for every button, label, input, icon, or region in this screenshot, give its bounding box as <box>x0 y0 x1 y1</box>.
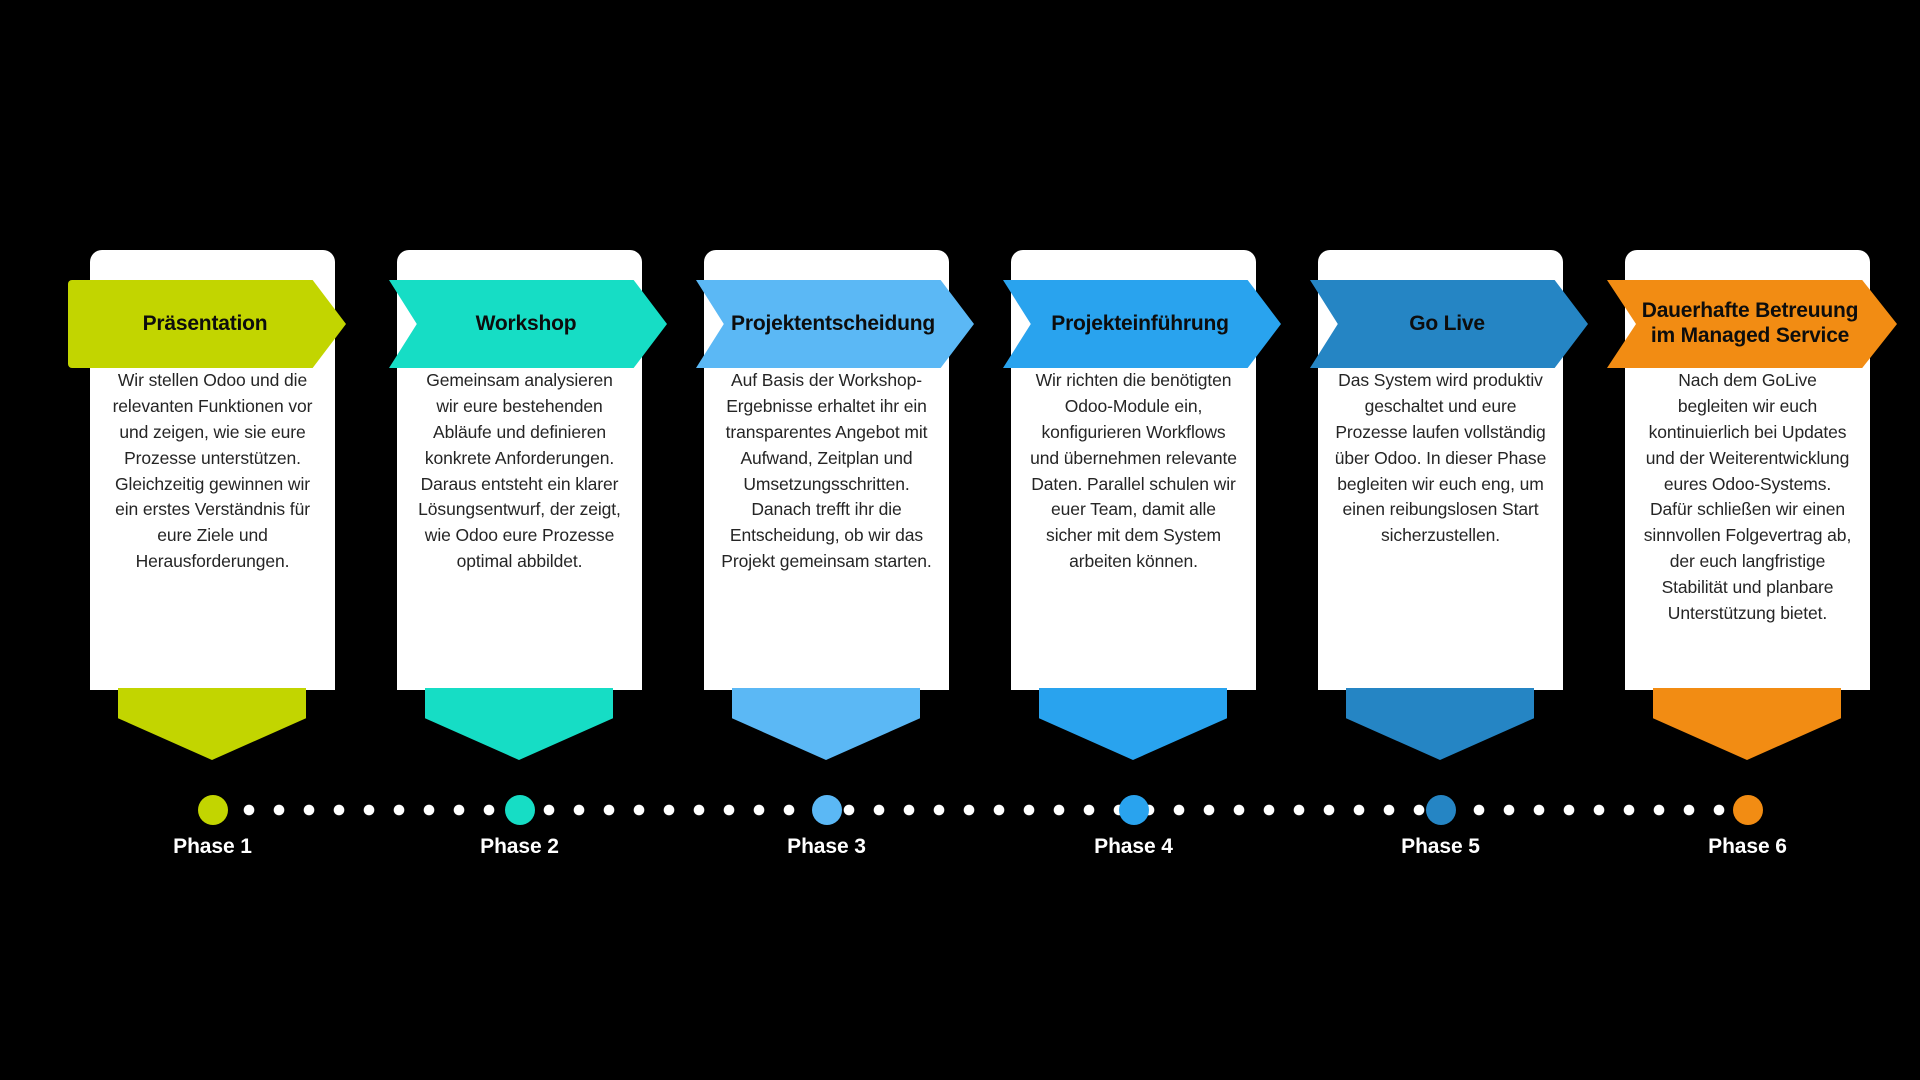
timeline-node-6[interactable] <box>1732 795 1763 825</box>
phase-tail-1 <box>118 688 306 760</box>
phase-title-2: Workshop <box>475 311 577 335</box>
phase-card-row: Wir stellen Odoo und die relevanten Funk… <box>68 250 1897 770</box>
phase-label-1: Phase 1 <box>173 835 252 858</box>
phase-description-3: Auf Basis der Workshop-Ergebnisse erhalt… <box>721 370 932 572</box>
phase-tail-4 <box>1039 688 1227 760</box>
timeline-node-1[interactable] <box>197 795 228 825</box>
phase-title-5: Go Live <box>1409 311 1485 335</box>
phase-tail-6 <box>1653 688 1841 760</box>
timeline-node-2[interactable] <box>504 795 535 825</box>
phase-banner-4: Projekteinführung <box>1003 280 1281 368</box>
phase-card-1[interactable]: Wir stellen Odoo und die relevanten Funk… <box>68 250 346 770</box>
phase-label-4: Phase 4 <box>1094 835 1173 858</box>
phase-card-2[interactable]: Gemeinsam analysieren wir eure bestehend… <box>389 250 667 770</box>
phase-label-5: Phase 5 <box>1401 835 1480 858</box>
phase-description-6: Nach dem GoLive begleiten wir euch konti… <box>1643 370 1852 624</box>
timeline-node-5[interactable] <box>1425 795 1456 825</box>
phase-title-6: Dauerhafte Betreuung im Managed Service <box>1641 299 1859 347</box>
timeline-node-3[interactable] <box>811 795 842 825</box>
phase-tail-5 <box>1346 688 1534 760</box>
phase-title-3: Projektentscheidung <box>731 311 935 335</box>
phase-description-4: Wir richten die benötigten Odoo-Module e… <box>1030 370 1237 572</box>
phase-card-4[interactable]: Wir richten die benötigten Odoo-Module e… <box>1003 250 1281 770</box>
phase-tail-2 <box>425 688 613 760</box>
phase-card-5[interactable]: Das System wird produktiv geschaltet und… <box>1310 250 1588 770</box>
timeline-dotted-line <box>212 804 1748 816</box>
phase-label-3: Phase 3 <box>787 835 866 858</box>
phase-description-2: Gemeinsam analysieren wir eure bestehend… <box>418 370 621 572</box>
phase-description-5: Das System wird produktiv geschaltet und… <box>1334 370 1547 546</box>
phase-tail-3 <box>732 688 920 760</box>
phase-title-4: Projekteinführung <box>1051 311 1229 335</box>
phase-banner-3: Projektentscheidung <box>696 280 974 368</box>
phase-card-6[interactable]: Nach dem GoLive begleiten wir euch konti… <box>1607 250 1897 770</box>
phase-title-1: Präsentation <box>142 311 268 335</box>
phase-description-1: Wir stellen Odoo und die relevanten Funk… <box>112 370 313 572</box>
phase-card-3[interactable]: Auf Basis der Workshop-Ergebnisse erhalt… <box>696 250 974 770</box>
timeline-node-4[interactable] <box>1118 795 1149 825</box>
phase-banner-2: Workshop <box>389 280 667 368</box>
phase-banner-5: Go Live <box>1310 280 1588 368</box>
phase-label-row: Phase 1 Phase 2 Phase 3 Phase 4 Phase 5 … <box>90 835 1870 859</box>
phase-timeline <box>0 795 1920 825</box>
phase-label-2: Phase 2 <box>480 835 559 858</box>
phase-banner-1: Präsentation <box>68 280 346 368</box>
phase-label-6: Phase 6 <box>1708 835 1787 858</box>
phase-banner-6: Dauerhafte Betreuung im Managed Service <box>1607 280 1897 368</box>
